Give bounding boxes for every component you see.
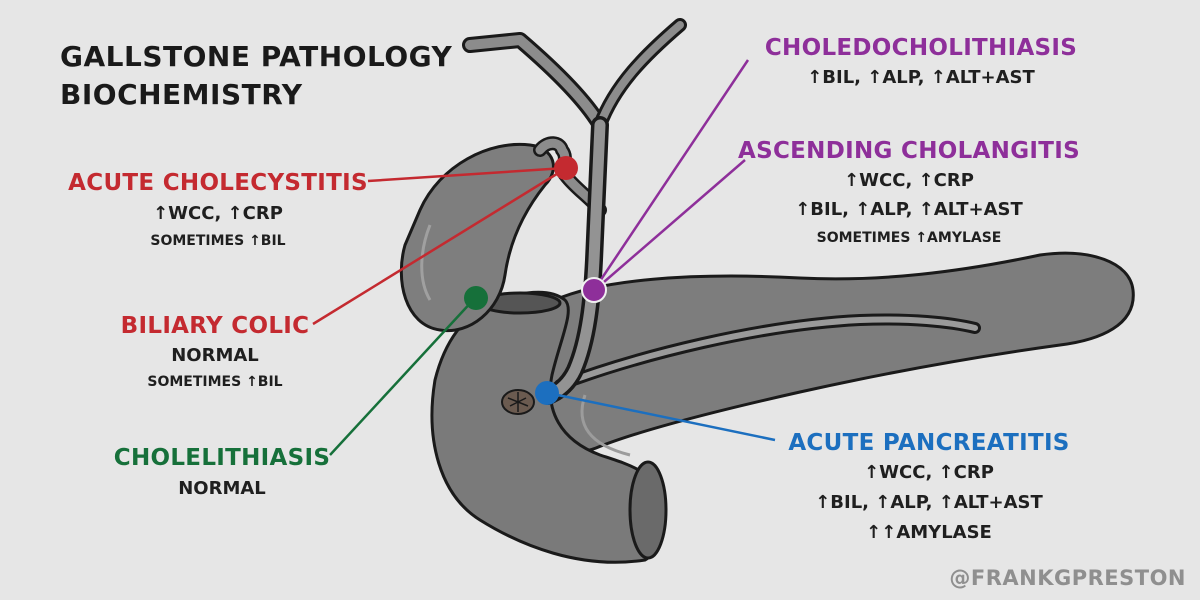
acute-cholecystitis-line-1: ↑WCC, ↑CRP (153, 203, 283, 224)
acute-cholecystitis-line-2: SOMETIMES ↑BIL (150, 233, 286, 249)
leader-acute-cholecystitis (367, 166, 566, 183)
acute-cholecystitis-heading: ACUTE CHOLECYSTITIS (68, 170, 368, 196)
leader-cholelithiasis (329, 297, 476, 456)
cholelithiasis-line-1: NORMAL (178, 478, 266, 499)
cholelithiasis-heading: CHOLELITHIASIS (113, 445, 331, 471)
acute-pancreatitis-line-3: ↑↑AMYLASE (866, 522, 992, 543)
ascending-cholangitis-line-1: ↑WCC, ↑CRP (844, 170, 974, 191)
page-title-line-1: GALLSTONE PATHOLOGY (60, 40, 453, 73)
marker-pancreatitis (535, 381, 559, 405)
acute-pancreatitis-line-2: ↑BIL, ↑ALP, ↑ALT+AST (815, 492, 1043, 513)
choledocholithiasis-line-1: ↑BIL, ↑ALP, ↑ALT+AST (807, 67, 1035, 88)
ascending-cholangitis-line-3: SOMETIMES ↑AMYLASE (816, 230, 1002, 246)
ascending-cholangitis-heading: ASCENDING CHOLANGITIS (738, 138, 1080, 164)
choledocholithiasis-heading: CHOLEDOCHOLITHIASIS (764, 35, 1078, 61)
marker-cholelithiasis (464, 286, 488, 310)
gallbladder (399, 142, 555, 333)
pancreas (542, 251, 1135, 453)
duodenum-cut-end (628, 460, 668, 560)
leader-acute-pancreatitis (547, 391, 776, 442)
author-credit: @FRANKGPRESTON (949, 566, 1186, 590)
leader-choledocholithiasis (592, 59, 750, 291)
leader-biliary-colic (312, 170, 561, 326)
biliary-colic-line-2: SOMETIMES ↑BIL (147, 374, 283, 390)
acute-pancreatitis-line-1: ↑WCC, ↑CRP (864, 462, 994, 483)
marker-cholecystitis (554, 156, 578, 180)
marker-cbd-stone (581, 277, 607, 303)
biliary-colic-heading: BILIARY COLIC (120, 313, 310, 339)
acute-pancreatitis-heading: ACUTE PANCREATITIS (788, 430, 1070, 456)
leader-ascending-cholangitis (596, 159, 746, 289)
ascending-cholangitis-line-2: ↑BIL, ↑ALP, ↑ALT+AST (795, 199, 1023, 220)
biliary-colic-line-1: NORMAL (171, 345, 259, 366)
page-title-line-2: BIOCHEMISTRY (60, 78, 303, 111)
